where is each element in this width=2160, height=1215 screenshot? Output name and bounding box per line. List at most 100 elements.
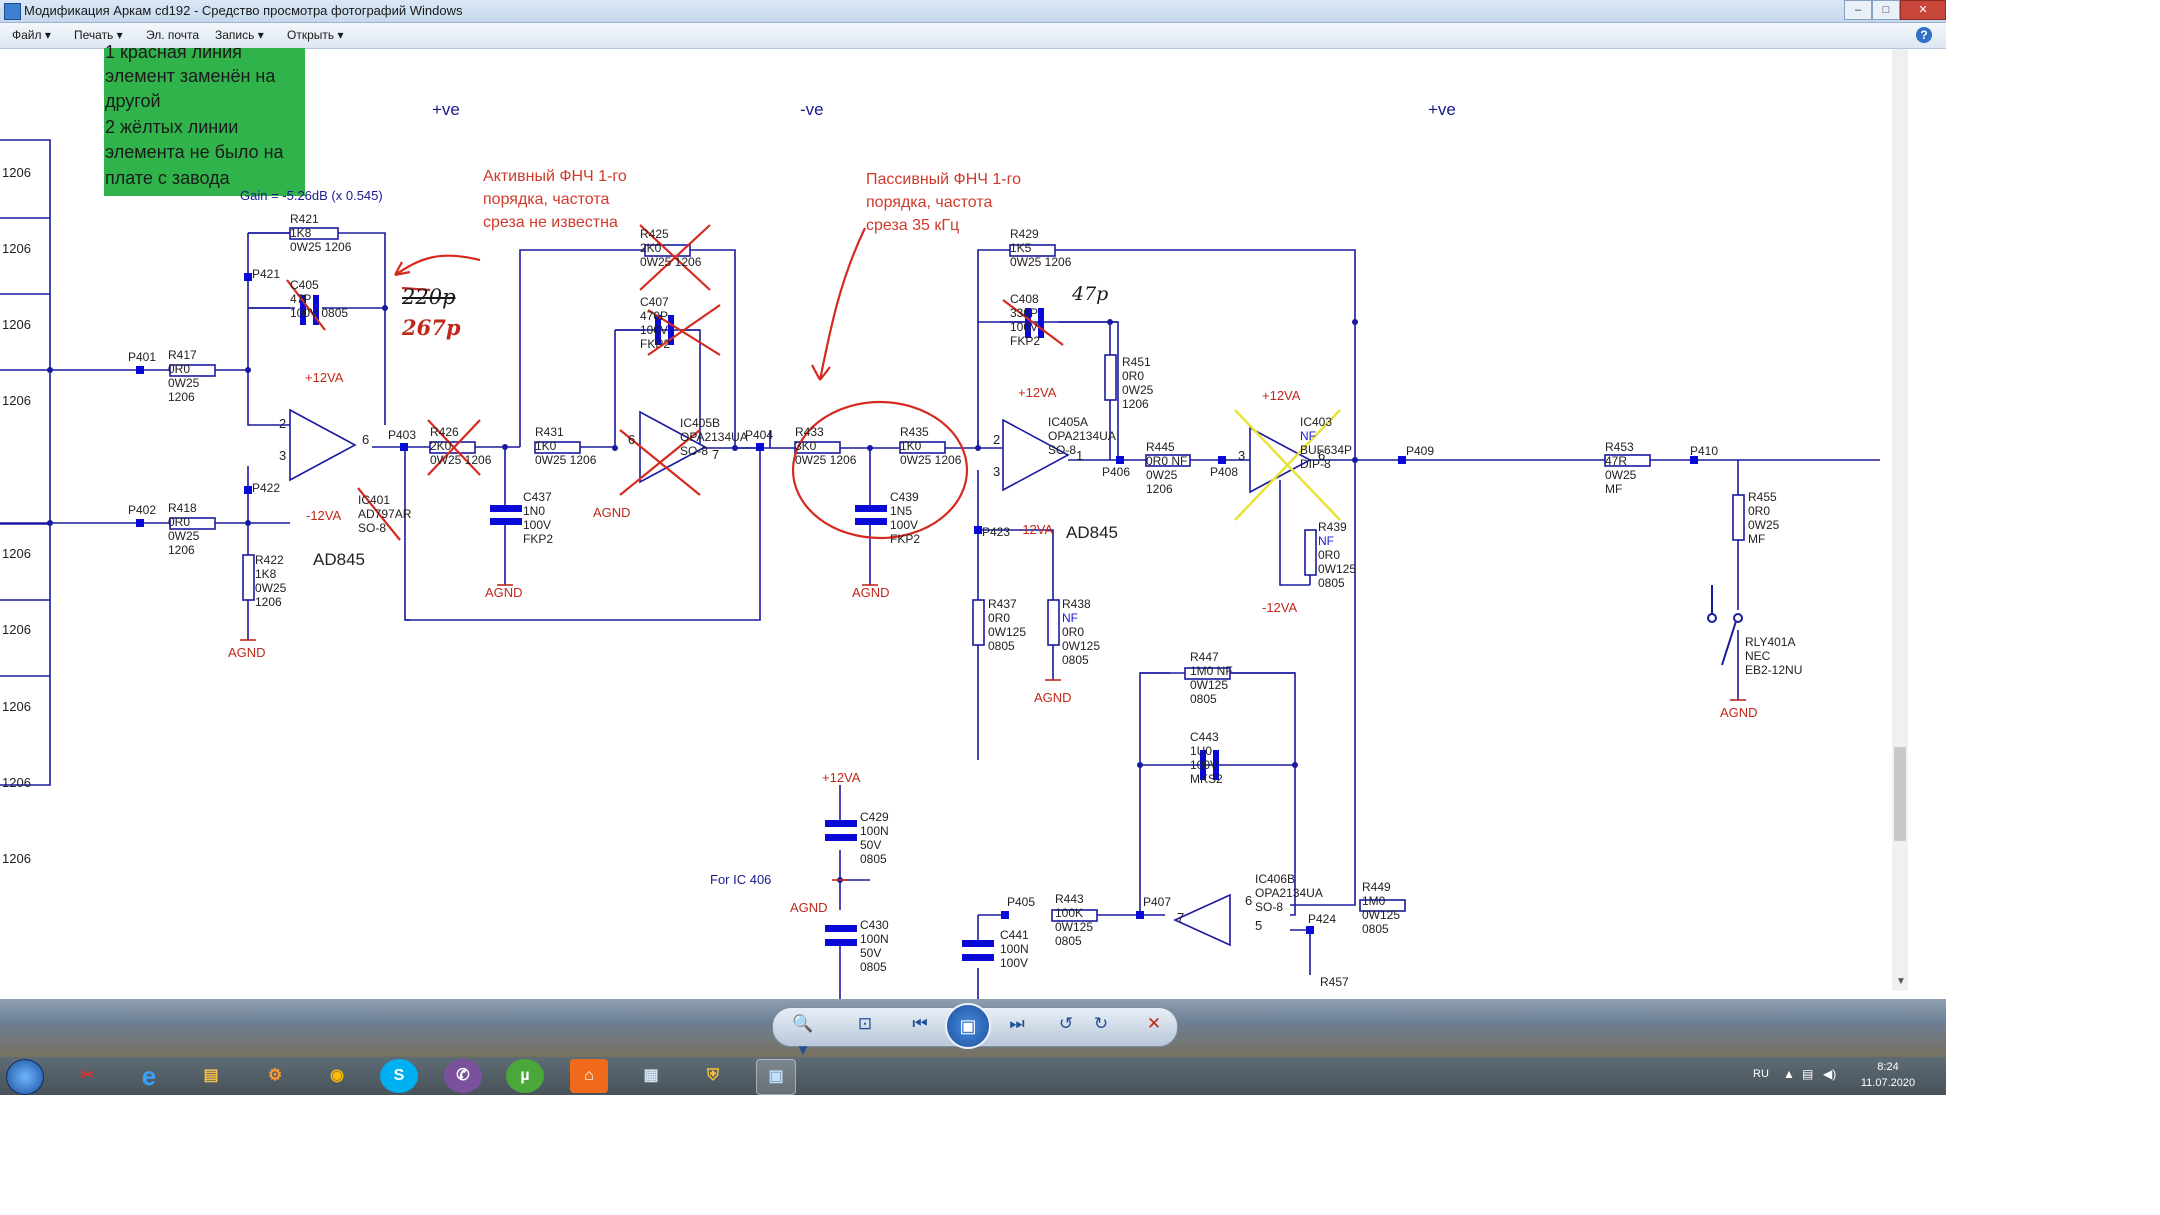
component-value: 0R0: [1062, 625, 1085, 639]
component-value: 1K8: [255, 567, 277, 581]
component-ref: R457: [1320, 975, 1349, 989]
language-indicator[interactable]: RU: [1753, 1068, 1769, 1080]
fit-window-icon[interactable]: ⊡: [857, 1014, 873, 1033]
component-value: 0W125: [988, 625, 1027, 639]
viber-icon[interactable]: ✆: [444, 1059, 482, 1093]
vertical-scrollbar[interactable]: ▼: [1892, 49, 1908, 991]
snipping-tool-icon[interactable]: ✂: [80, 1067, 94, 1084]
component-label: P424: [1308, 912, 1336, 926]
delete-icon[interactable]: ✕: [1146, 1014, 1162, 1033]
security-center-icon[interactable]: ⛨: [706, 1067, 719, 1084]
component-ref: IC405A: [1048, 415, 1089, 429]
previous-icon[interactable]: ⏮: [912, 1014, 928, 1033]
pin-number: 6: [1245, 893, 1253, 908]
component-value: EB2-12NU: [1745, 663, 1803, 677]
photo-viewer-icon[interactable]: ▣: [756, 1059, 796, 1095]
component-label: P422: [252, 481, 280, 495]
rotate-left-icon[interactable]: ↺: [1058, 1014, 1074, 1033]
image-canvas[interactable]: [0, 49, 1946, 999]
component-value: 100N: [1000, 942, 1029, 956]
volume-icon[interactable]: ◀): [1823, 1067, 1837, 1081]
component-value: 1206: [1146, 482, 1173, 496]
zoom-icon[interactable]: 🔍▾: [792, 1014, 814, 1059]
component-value: 1N5: [890, 504, 913, 518]
pin-number: 5: [1255, 918, 1263, 933]
menu-print[interactable]: Печать ▾: [74, 28, 123, 42]
settings-icon[interactable]: ⚙: [267, 1067, 283, 1084]
ref-label: 1206: [2, 165, 31, 180]
tray-expand-icon[interactable]: ▲: [1783, 1067, 1795, 1081]
component-value: OPA2134UA: [1255, 886, 1323, 900]
clock[interactable]: 8:24 11.07.2020: [1858, 1059, 1918, 1091]
component-value: 0W125: [1055, 920, 1094, 934]
component-ref: R429: [1010, 227, 1039, 241]
component-ref: R418: [168, 501, 197, 515]
minimize-button[interactable]: –: [1844, 0, 1872, 20]
scrollbar-thumb[interactable]: [1894, 747, 1906, 841]
calculator-icon[interactable]: ▦: [643, 1067, 659, 1084]
component-value: 100V: [1190, 758, 1219, 772]
component-value: 0R0: [1122, 369, 1145, 383]
network-icon[interactable]: ▤: [1802, 1067, 1814, 1081]
component-ref: IC405B: [680, 416, 721, 430]
title-bar[interactable]: Модификация Аркам cd192 - Средство просм…: [0, 0, 1946, 23]
menu-burn[interactable]: Запись ▾: [215, 28, 264, 42]
slideshow-button[interactable]: ▣: [945, 1003, 991, 1049]
menu-email[interactable]: Эл. почта: [146, 28, 200, 42]
component-value: 0W25 1206: [290, 240, 352, 254]
component-ref: R431: [535, 425, 564, 439]
component-value: 0805: [1318, 576, 1345, 590]
component-ref: R455: [1748, 490, 1777, 504]
component-value: 0R0: [1318, 548, 1341, 562]
ad845-label: AD845: [313, 550, 365, 569]
component-value: 100K: [1055, 906, 1084, 920]
component-ref: C441: [1000, 928, 1029, 942]
component-value: 470P: [640, 309, 669, 323]
component-ref: P408: [1210, 465, 1239, 479]
component-value: 50V: [860, 838, 882, 852]
component-value: SO-8: [680, 444, 709, 458]
component-value: DIP-8: [1300, 457, 1331, 471]
maximize-button[interactable]: □: [1872, 0, 1900, 20]
agnd-label: AGND: [485, 585, 523, 600]
file-explorer-icon[interactable]: ▤: [203, 1067, 219, 1084]
note-line: другой: [105, 91, 161, 111]
menu-open[interactable]: Открыть ▾: [287, 28, 344, 42]
component-ref: P403: [388, 428, 417, 442]
menu-file[interactable]: Файл ▾: [12, 28, 51, 42]
scroll-down-arrow[interactable]: ▼: [1896, 976, 1906, 987]
next-icon[interactable]: ⏭: [1009, 1014, 1025, 1033]
gain-label: Gain = -5.26dB (x 0.545): [240, 188, 383, 203]
component-value: 1206: [168, 543, 195, 557]
chrome-icon[interactable]: ◉: [330, 1067, 344, 1084]
ref-label: 1206: [2, 775, 31, 790]
component-value: 0W25: [168, 376, 200, 390]
wifi-app-icon[interactable]: ⌂: [570, 1059, 608, 1093]
for-ic-label: For IC 406: [710, 872, 772, 887]
rotate-right-icon[interactable]: ↻: [1093, 1014, 1109, 1033]
component-ref: R421: [290, 212, 319, 226]
internet-explorer-icon[interactable]: e: [141, 1061, 157, 1091]
agnd-label: AGND: [593, 505, 631, 520]
vpos-label: +12VA: [1262, 388, 1301, 403]
utorrent-icon[interactable]: µ: [506, 1059, 544, 1093]
start-button[interactable]: [6, 1059, 44, 1095]
help-icon[interactable]: ?: [1916, 27, 1932, 43]
clock-time: 8:24: [1877, 1061, 1899, 1073]
component-value: 0W25: [1605, 468, 1637, 482]
component-label: P421: [252, 267, 280, 281]
component-value: 100V: [523, 518, 552, 532]
component-value: 1K8: [290, 226, 312, 240]
skype-icon[interactable]: S: [380, 1059, 418, 1093]
component-ref: P404: [745, 428, 774, 442]
component-ref: P421: [252, 267, 281, 281]
component-value: NF: [1300, 429, 1316, 443]
close-button[interactable]: ✕: [1900, 0, 1946, 20]
component-value: 100V: [1000, 956, 1029, 970]
component-value: 0W25: [255, 581, 287, 595]
